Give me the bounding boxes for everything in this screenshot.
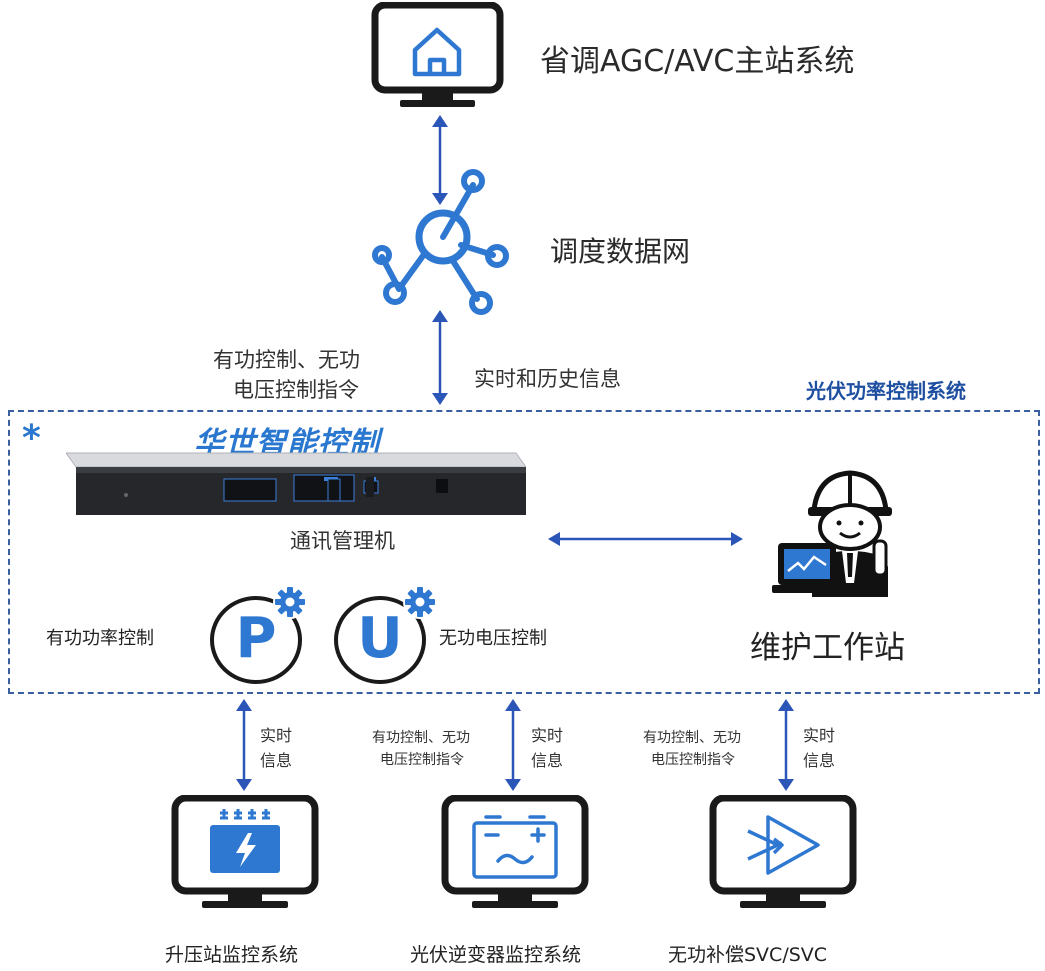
u-control-ring: U (334, 596, 426, 684)
info3-line2: 信息 (803, 751, 836, 770)
svc-monitor (709, 795, 857, 908)
comm-manager-device (66, 452, 526, 515)
arrow-top-network (432, 115, 448, 205)
substation-power-icon (210, 809, 280, 873)
engineer-workstation-icon (772, 470, 892, 597)
info1-line2: 信息 (260, 751, 293, 770)
cmd2-line1: 有功控制、无功 (372, 730, 470, 746)
info2-line2: 信息 (531, 751, 564, 770)
cmd3-line1: 有功控制、无功 (643, 730, 741, 746)
house-icon (412, 27, 462, 77)
cmd2-line2: 电压控制指令 (380, 752, 464, 768)
info1-line1: 实时 (260, 726, 293, 745)
network-hub-icon (372, 169, 509, 315)
inverter-label: 光伏逆变器监控系统 (410, 944, 582, 966)
asterisk-marker: * (22, 418, 41, 459)
cmd-label-line1: 有功控制、无功 (213, 348, 360, 372)
cmd3-line2: 电压控制指令 (651, 752, 735, 768)
substation-label: 升压站监控系统 (165, 944, 299, 966)
p-control-ring: P (210, 596, 302, 684)
arrow-bottom-3 (778, 699, 794, 791)
info-label: 实时和历史信息 (474, 367, 621, 391)
pv-control-system-label: 光伏功率控制系统 (806, 379, 966, 403)
u-letter: U (357, 606, 403, 671)
cmd-label-line2: 电压控制指令 (233, 378, 359, 402)
u-gear-icon (403, 585, 437, 619)
arrow-comm-workstation (548, 532, 743, 546)
workstation-label: 维护工作站 (750, 630, 905, 666)
svc-label: 无功补偿SVC/SVC (668, 944, 828, 966)
substation-monitor (171, 795, 319, 908)
battery-inverter-icon (472, 815, 558, 879)
u-control-label: 无功电压控制 (439, 628, 547, 649)
p-gear-icon (273, 585, 307, 619)
arrow-network-system (432, 310, 448, 405)
p-control-label: 有功功率控制 (46, 628, 154, 649)
comm-manager-label: 通讯管理机 (290, 529, 395, 553)
info2-line1: 实时 (531, 726, 564, 745)
p-letter: P (235, 606, 277, 671)
agc-avc-monitor (371, 2, 504, 107)
inverter-monitor (441, 795, 589, 908)
arrow-bottom-2 (505, 699, 521, 791)
dispatch-network-title: 调度数据网 (550, 235, 691, 268)
arrow-bottom-1 (236, 699, 252, 791)
svc-compensation-icon (747, 815, 820, 875)
pv-system-box (8, 410, 1040, 694)
agc-avc-title: 省调AGC/AVC主站系统 (540, 44, 855, 79)
info3-line1: 实时 (803, 726, 836, 745)
